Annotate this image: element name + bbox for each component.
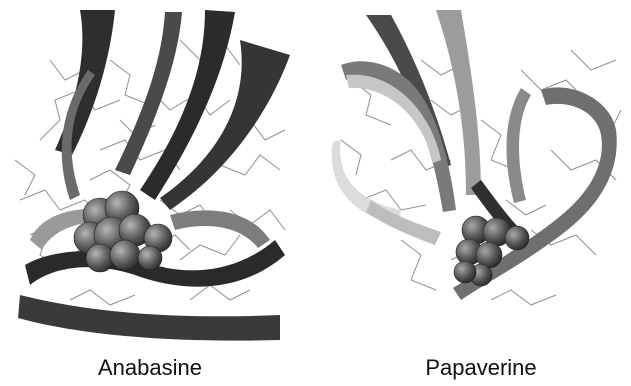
protein-ligand-render-papaverine: [331, 0, 631, 345]
ligand-spheres: [74, 191, 172, 272]
secondary-structure-ribbons: [18, 10, 290, 341]
caption-anabasine: Anabasine: [0, 354, 300, 382]
caption-papaverine: Papaverine: [331, 354, 631, 382]
structure-panel-papaverine: [331, 0, 631, 345]
protein-ligand-render-anabasine: [0, 0, 300, 345]
structure-panel-anabasine: [0, 0, 300, 345]
